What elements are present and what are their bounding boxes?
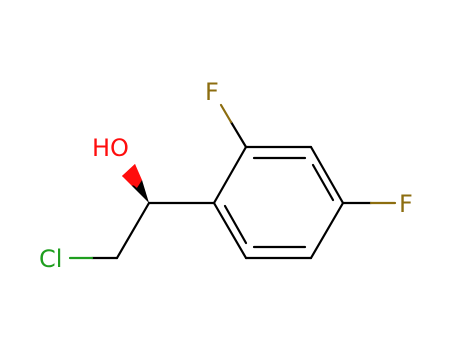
bond-c2-to-f-black: [229, 120, 248, 149]
fluorine-ortho-label: F: [205, 78, 219, 106]
wedge-bond-black-base: [137, 180, 149, 203]
side-chain: [68, 201, 216, 260]
bond-c3-c4-inner: [311, 163, 335, 202]
bond-c6-c1-inner: [223, 204, 248, 245]
bond-carbinol-to-ch2: [115, 201, 151, 260]
chlorine-label: Cl: [39, 245, 62, 273]
bond-c4-c5: [309, 201, 345, 260]
fluorine-bonds: [219, 103, 397, 205]
bond-c3-c4: [309, 145, 345, 205]
bond-c2-to-f-gold: [219, 103, 233, 124]
benzene-ring: [212, 145, 345, 260]
bond-c6-c1: [212, 201, 248, 260]
bond-c1-c2: [212, 145, 248, 205]
hydroxyl-label: HO: [92, 134, 129, 162]
wedge-bond-red-tip: [122, 164, 142, 188]
fluorine-para-label: F: [399, 190, 413, 218]
